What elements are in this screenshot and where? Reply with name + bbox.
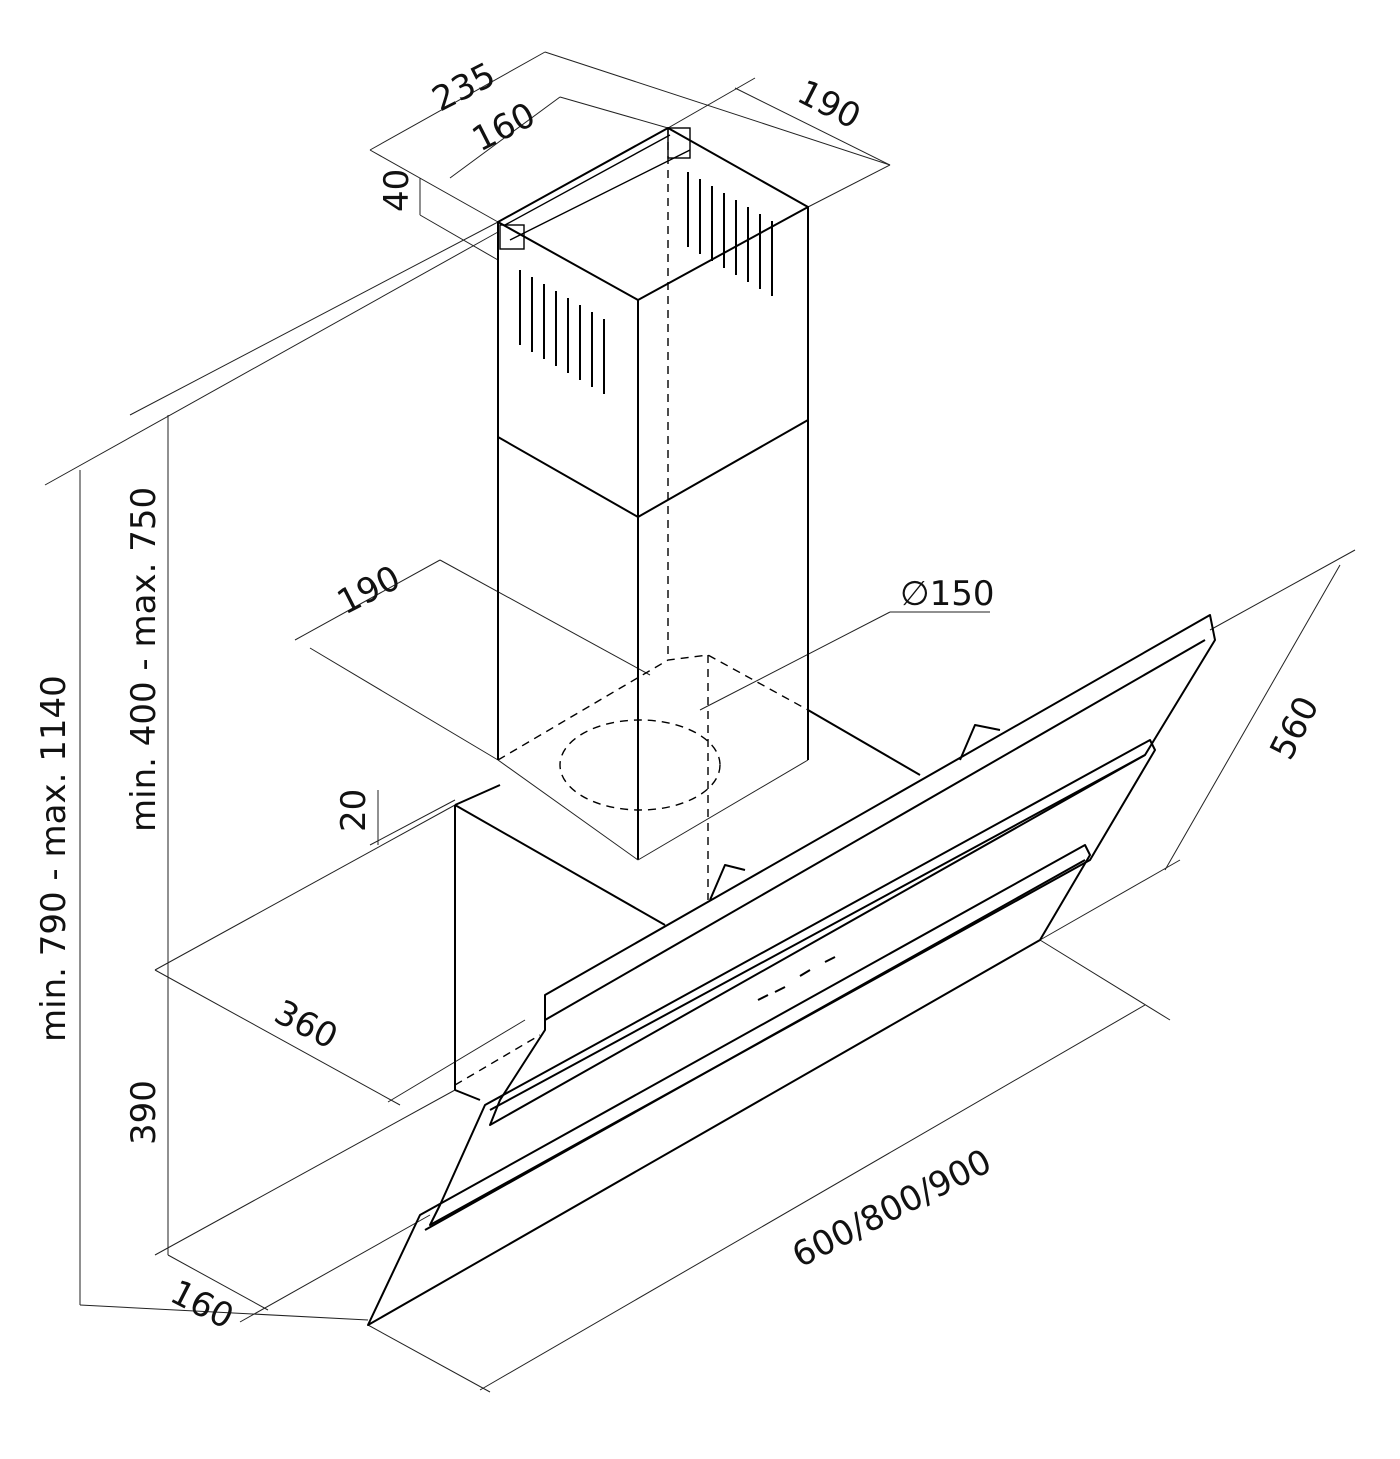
dim-base-depth: 190 — [331, 558, 407, 623]
dim-bracket-width: 160 — [466, 95, 542, 160]
hood-body — [454, 709, 921, 1101]
control-buttons — [757, 956, 836, 1001]
dim-chimney-width: 235 — [426, 55, 502, 120]
dim-glass-depth: 560 — [1262, 690, 1327, 766]
dim-gap: 20 — [334, 789, 374, 832]
glass-panels — [367, 614, 1216, 1326]
chimney-vents-right — [687, 172, 773, 296]
dim-width-options: 600/800/900 — [786, 1142, 998, 1276]
dim-total-height-range: min. 790 - max. 1140 — [34, 675, 74, 1042]
dim-bottom-depth: 160 — [164, 1272, 240, 1337]
dim-bracket-height: 40 — [377, 169, 417, 212]
dim-body-height: 390 — [124, 1080, 164, 1145]
chimney — [497, 127, 809, 900]
dim-chimney-height-range: min. 400 - max. 750 — [124, 487, 164, 832]
dim-chimney-depth: 190 — [791, 72, 867, 137]
dim-body-depth: 360 — [268, 992, 344, 1057]
dimension-lines — [44, 51, 1356, 1393]
dim-outlet-diameter: ∅150 — [900, 574, 995, 614]
chimney-vents-left — [519, 270, 605, 394]
